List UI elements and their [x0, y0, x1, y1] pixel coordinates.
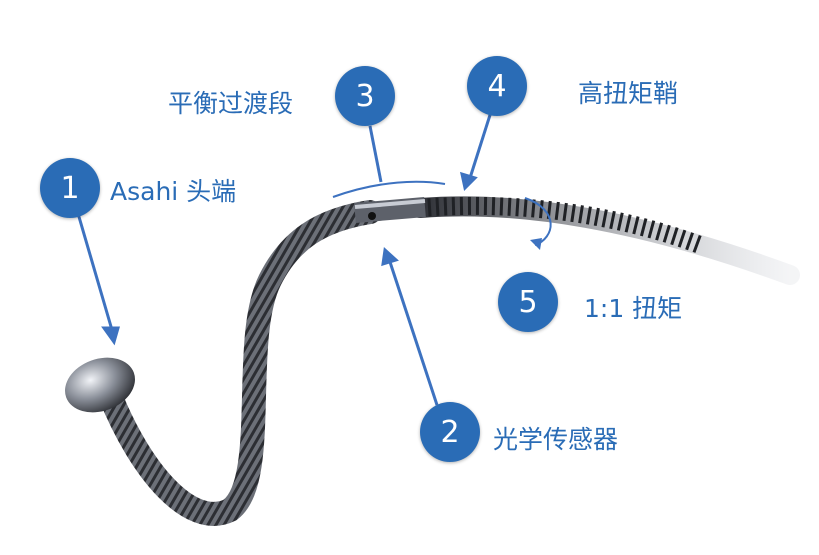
- callout-badge-2: 2: [420, 402, 480, 462]
- transition-segment: [354, 197, 426, 223]
- callout-label-transition: 平衡过渡段: [168, 89, 294, 118]
- callout-label-torque-sheath: 高扭矩鞘: [578, 79, 679, 108]
- callout-label-optical-sensor: 光学传感器: [493, 425, 619, 454]
- asahi-tip: [65, 357, 135, 413]
- callout-badge-1: 1: [40, 158, 100, 218]
- callout-badge-5: 5: [498, 272, 558, 332]
- callout-badge-3: 3: [335, 66, 395, 126]
- callout-label-torque: 1:1 扭矩: [584, 294, 683, 323]
- coil-body: [98, 200, 382, 526]
- optical-sensor-port: [368, 212, 376, 220]
- callout-label-asahi-tip: Asahi 头端: [110, 177, 237, 206]
- callout-badge-4: 4: [467, 56, 527, 116]
